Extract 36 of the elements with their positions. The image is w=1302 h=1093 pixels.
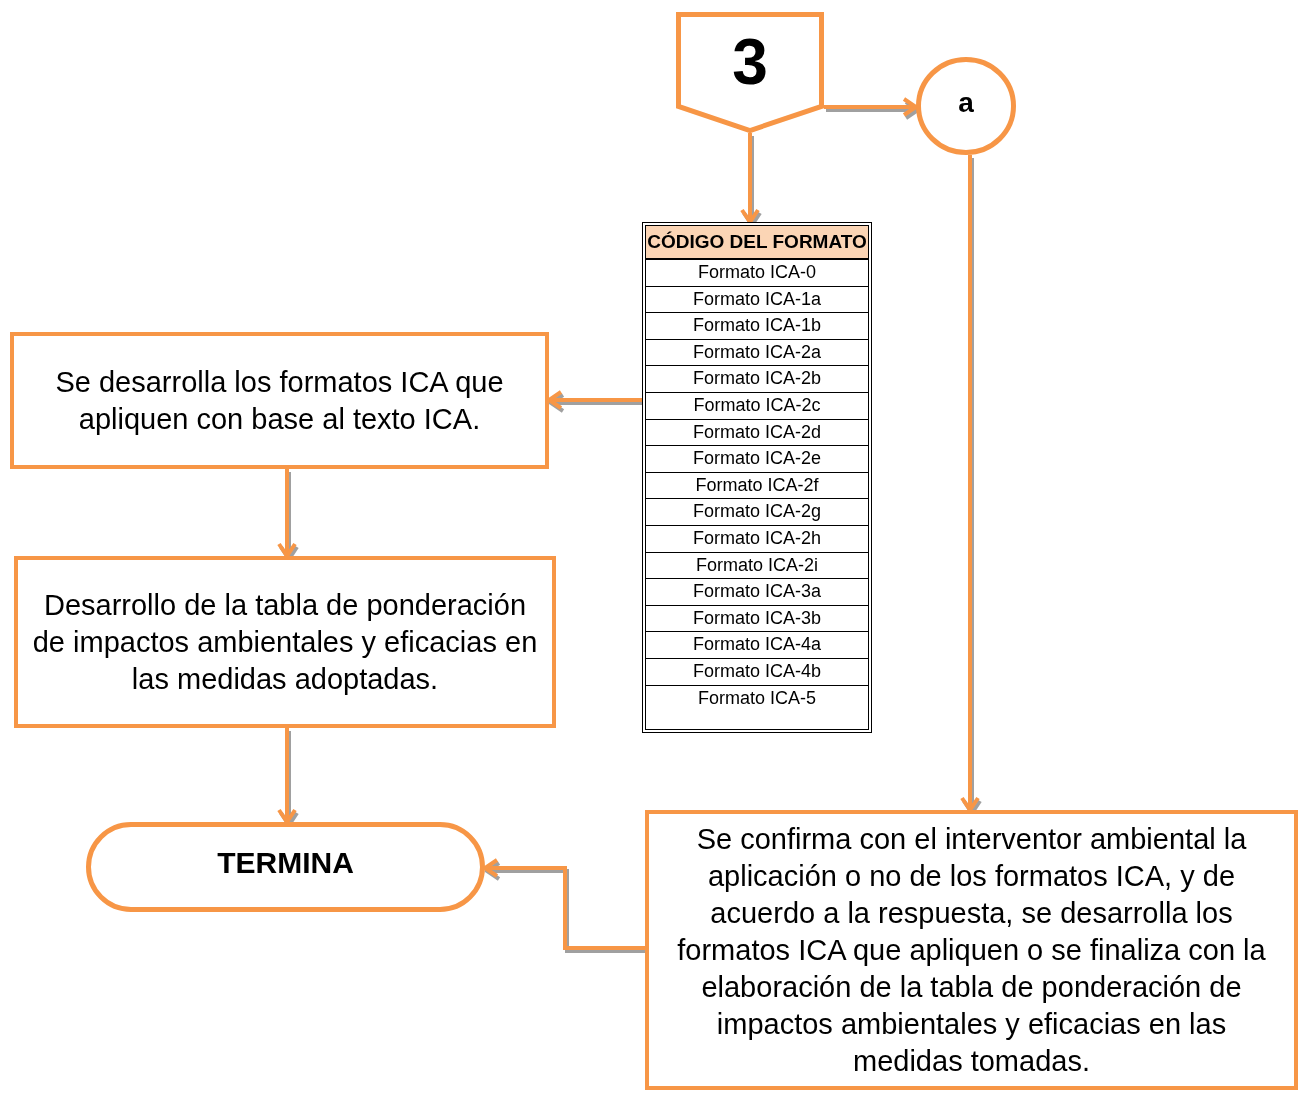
table-cell: Formato ICA-2c	[646, 392, 868, 420]
table-cell: Formato ICA-2g	[646, 499, 868, 526]
table-cell: Formato ICA-1a	[646, 286, 868, 314]
table-cell: Formato ICA-1b	[646, 313, 868, 340]
arrow	[824, 97, 918, 117]
step-text: Se desarrolla los formatos ICA que apliquen con base al texto ICA.	[54, 364, 505, 437]
connector-label: a	[958, 87, 974, 119]
table-cell: Formato ICA-2f	[646, 472, 868, 500]
terminator-text: TERMINA	[217, 846, 354, 880]
table-cell: Formato ICA-2a	[646, 339, 868, 367]
table-cell: Formato ICA-4b	[646, 658, 868, 686]
arrow	[277, 728, 297, 824]
connector-label: 3	[732, 24, 768, 99]
table-cell: Formato ICA-2d	[646, 419, 868, 447]
table-cell: Formato ICA-3a	[646, 579, 868, 606]
step-text: Se confirma con el interventor ambiental la aplicación o no de los formatos ICA, y de acuerdo a la respuesta, se desarrolla los formatos ICA que apliquen o se finaliza con la elaboración de la tabla de ponderación de impactos ambientales y eficacias en las medidas tomadas.	[676, 821, 1267, 1079]
step-text: Desarrollo de la tabla de ponderación de impactos ambientales y eficacias en las medidas adoptadas.	[31, 587, 539, 697]
table-cell-text: Formato ICA-5	[697, 686, 817, 710]
connector-circle	[916, 57, 1016, 155]
arrow	[740, 133, 760, 224]
arrow	[277, 469, 297, 558]
table-cell: Formato ICA-0	[646, 260, 868, 287]
arrow	[483, 858, 645, 950]
table-cell: Formato ICA-2h	[646, 525, 868, 553]
format-table	[642, 222, 872, 733]
process-box	[645, 810, 1298, 1090]
table-cell: Formato ICA-2e	[646, 446, 868, 473]
table-header: CÓDIGO DEL FORMATO	[646, 226, 868, 260]
offpage-connector	[676, 12, 824, 133]
table-cell: Formato ICA-2i	[646, 552, 868, 580]
table-cell: Formato ICA-4a	[646, 632, 868, 659]
process-box	[14, 556, 556, 728]
table-cell: Formato ICA-3b	[646, 605, 868, 633]
arrow	[960, 155, 980, 812]
table-cell: Formato ICA-2b	[646, 366, 868, 393]
process-box	[10, 332, 549, 469]
